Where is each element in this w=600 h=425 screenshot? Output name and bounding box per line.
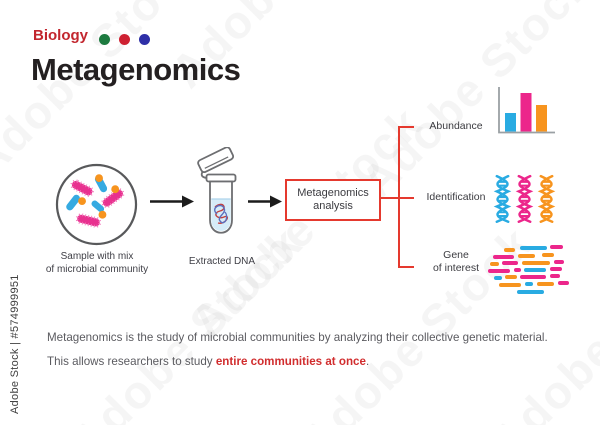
- tube-caption: Extracted DNA: [188, 256, 256, 267]
- dna-helix-icon: [515, 174, 534, 223]
- dna-helix-icon: [493, 174, 512, 223]
- dna-tube-icon: [197, 147, 237, 234]
- microbial-sample-icon: [55, 163, 138, 246]
- analysis-box-line1: Metagenomics: [297, 186, 369, 199]
- arrow-right-icon: [248, 195, 282, 208]
- description-line2-highlight: entire communities at once: [215, 355, 366, 368]
- connector-line: [398, 126, 400, 268]
- red-dot-icon: [119, 34, 130, 45]
- connector-line: [400, 197, 414, 199]
- connector-line: [400, 126, 414, 128]
- dna-helix-icon: [537, 174, 556, 223]
- category-label: Biology: [33, 27, 88, 44]
- gene-reads-icon: [488, 245, 569, 294]
- description-line2-suffix: .: [365, 355, 370, 368]
- blue-dot-icon: [139, 34, 150, 45]
- output-label-identification: Identification: [426, 191, 486, 203]
- sample-caption: Sample with mix of microbial community: [8, 250, 186, 276]
- dna-helix-icon-group: [493, 172, 556, 224]
- description-line1: Metagenomics is the study of microbial c…: [47, 331, 548, 344]
- gene-label-line2: of interest: [432, 262, 480, 274]
- output-label-abundance: Abundance: [429, 120, 483, 132]
- analysis-box-line2: analysis: [313, 200, 353, 212]
- description-line2: This allows researchers to study entire …: [47, 355, 369, 368]
- stock-id-watermark: Adobe Stock | #574999951: [9, 274, 21, 414]
- description-line2-prefix: This allows researchers to study: [47, 355, 216, 368]
- sample-caption-line1: Sample with mix: [60, 251, 134, 262]
- gene-label-line1: Gene: [443, 249, 469, 261]
- bar-chart-icon: [498, 87, 555, 134]
- connector-line: [400, 266, 414, 268]
- green-dot-icon: [99, 34, 110, 45]
- metagenomics-analysis-box: Metagenomics analysis: [285, 179, 381, 221]
- page-title: Metagenomics: [31, 52, 241, 87]
- connector-line: [379, 197, 398, 199]
- sample-caption-line2: of microbial community: [45, 264, 149, 275]
- arrow-right-icon: [150, 195, 194, 208]
- output-label-gene-of-interest: Gene of interest: [414, 249, 498, 275]
